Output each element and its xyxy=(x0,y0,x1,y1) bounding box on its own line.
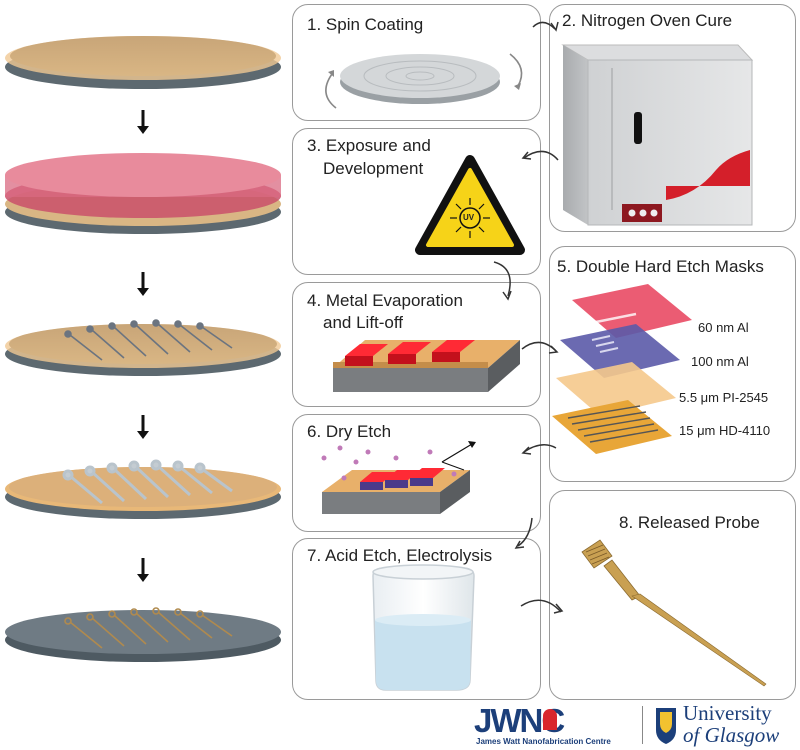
step-7-title: 7. Acid Etch, Electrolysis xyxy=(307,546,493,565)
dry-etch-block xyxy=(321,441,476,514)
beaker xyxy=(372,564,475,691)
layer-label-hd-4110: 15 μm HD-4110 xyxy=(679,423,771,438)
rotation-arrow xyxy=(325,73,337,109)
wafer-stage-4 xyxy=(5,459,281,519)
spin-coater-disk xyxy=(340,54,500,104)
rotation-arrow xyxy=(509,53,523,87)
step-8-title: 8. Released Probe xyxy=(619,513,760,532)
wafer-stage-1 xyxy=(5,36,281,89)
step-6-title: 6. Dry Etch xyxy=(307,422,392,441)
step-2-title: 2. Nitrogen Oven Cure xyxy=(562,11,733,30)
released-probe xyxy=(581,539,767,687)
divider xyxy=(642,706,643,744)
step-4-title-line1: 4. Metal Evaporation xyxy=(307,291,463,310)
nitrogen-oven xyxy=(561,44,754,226)
jwnc-subtitle: James Watt Nanofabrication Centre xyxy=(476,737,611,746)
wafer-stage-5 xyxy=(5,607,281,662)
university-name-line2: of Glasgow xyxy=(683,723,780,747)
wafer-stage-2 xyxy=(5,153,281,234)
layer-label-100nm-al: 100 nm Al xyxy=(691,354,749,369)
layer-label-60nm-al: 60 nm Al xyxy=(698,320,749,335)
etch-mask-stack xyxy=(552,284,692,454)
step-1-title: 1. Spin Coating xyxy=(307,15,424,34)
step-3-title-line1: 3. Exposure and xyxy=(307,136,431,155)
step-4-title-line2: and Lift-off xyxy=(323,313,404,332)
step-8-panel xyxy=(549,490,796,700)
wafer-stage-3 xyxy=(5,319,281,376)
uv-label: UV xyxy=(463,213,475,222)
university-name-line1: University xyxy=(683,701,772,725)
layer-label-pi-2545: 5.5 μm PI-2545 xyxy=(679,390,769,405)
jwnc-logo: JWNC xyxy=(474,702,629,739)
uv-warning-icon xyxy=(415,155,525,255)
step-5-title: 5. Double Hard Etch Masks xyxy=(557,257,764,276)
flow-arrows xyxy=(493,21,564,614)
step-3-title-line2: Development xyxy=(323,159,424,178)
lift-off-block xyxy=(333,340,520,392)
